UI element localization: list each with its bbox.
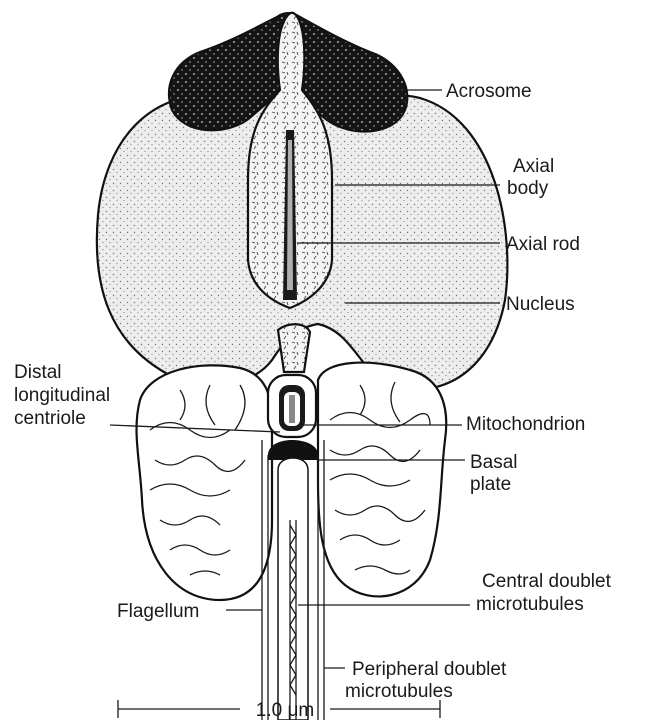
label-axial-body-line1: Axial [513, 156, 554, 177]
label-basal-line2: plate [470, 474, 511, 495]
mitochondrion-right [318, 363, 446, 597]
label-basal-line1: Basal [470, 452, 518, 473]
scale-bar: 1.0 μm [118, 700, 440, 720]
label-flagellum: Flagellum [117, 601, 199, 622]
basal-plate [268, 440, 318, 460]
label-distal-line2: longitudinal [14, 385, 110, 406]
label-axial-rod: Axial rod [506, 234, 580, 255]
label-acrosome: Acrosome [446, 81, 532, 102]
label-axial-body-line2: body [507, 178, 549, 199]
mitochondrion-left [137, 365, 272, 600]
label-peripheral-line1: Peripheral doublet [352, 659, 507, 680]
label-distal-line1: Distal [14, 362, 62, 383]
label-peripheral-line2: microtubules [345, 681, 453, 702]
scale-bar-label: 1.0 μm [256, 700, 314, 720]
label-central-line2: microtubules [476, 594, 584, 615]
label-mitochondrion: Mitochondrion [466, 414, 585, 435]
label-nucleus: Nucleus [506, 294, 575, 315]
label-distal-line3: centriole [14, 408, 86, 429]
label-central-line1: Central doublet [482, 571, 612, 592]
